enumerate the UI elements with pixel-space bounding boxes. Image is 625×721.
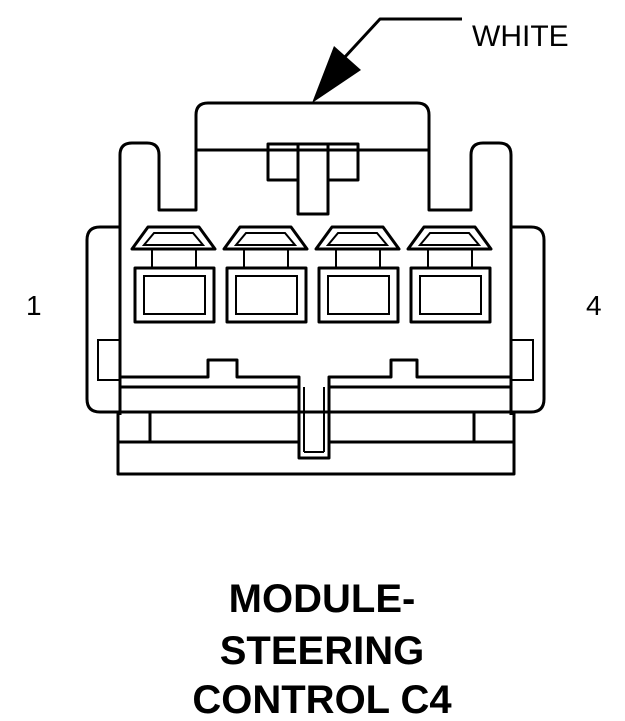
connector-body [85,101,546,415]
left-latch-nub [97,339,121,381]
terminal-cavity [133,266,216,324]
callout-arrowhead [312,46,361,103]
title-line-3: CONTROL C4 [192,678,452,721]
lower-rail [120,358,511,460]
connector-base [116,410,516,476]
pin-1-label: 1 [26,290,42,321]
terminal-cavity [317,266,400,324]
terminal-latch [130,225,217,268]
terminal-latch [222,225,309,268]
title-line-1: MODULE- [229,577,416,621]
terminal-cavity [409,266,492,324]
diagram-title: MODULE- STEERING CONTROL C4 [192,577,452,721]
terminal-latch [314,225,401,268]
callout-label-white: WHITE [472,20,569,53]
terminal-latch [406,225,493,268]
terminal-cavity [225,266,308,324]
callout-leader [312,17,462,103]
terminal-cavities [133,266,492,324]
right-latch-nub [510,339,534,381]
terminal-latches [130,225,493,268]
pin-4-label: 4 [586,290,602,321]
connector-key [266,142,360,216]
title-line-2: STEERING [220,629,424,673]
